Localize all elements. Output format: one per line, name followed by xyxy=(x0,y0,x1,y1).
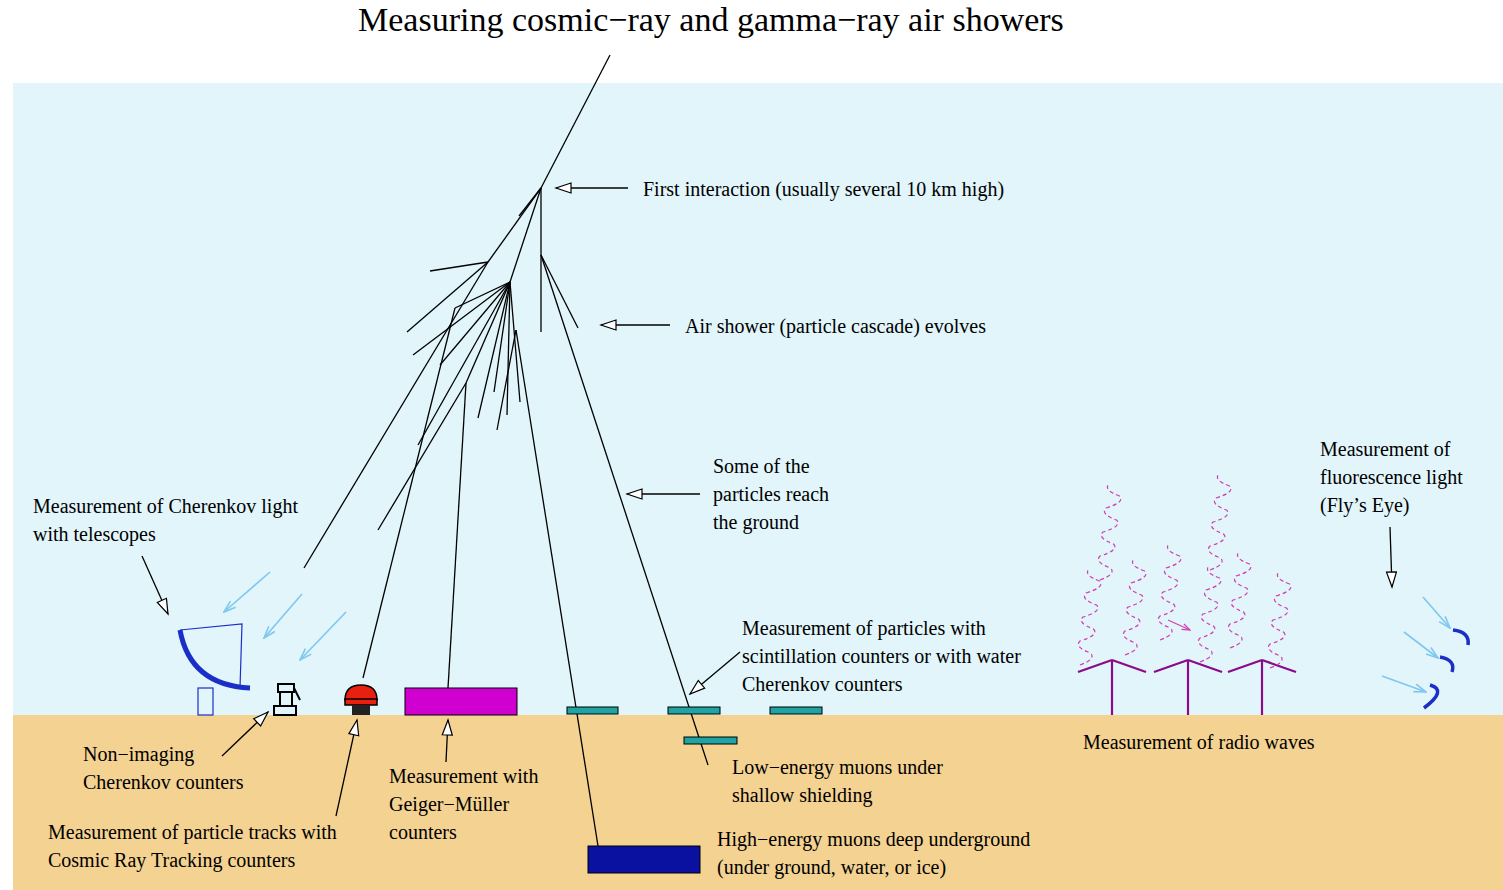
leader-arrows xyxy=(142,556,168,614)
leader-arrows xyxy=(601,324,670,325)
shower-lines xyxy=(448,383,466,688)
leader-arrows xyxy=(1390,527,1392,587)
shower-lines xyxy=(541,255,708,765)
radio-antennas xyxy=(1078,660,1112,672)
radio-antennas xyxy=(1154,660,1188,672)
leader-arrows xyxy=(556,187,628,188)
leader-arrows xyxy=(142,188,1392,816)
cherenkov-telescope xyxy=(180,624,242,688)
leader-arrows xyxy=(627,493,700,494)
radio-waves xyxy=(1198,566,1221,662)
detectors xyxy=(668,707,720,714)
cherenkov-telescope xyxy=(180,572,346,715)
radio-antennas xyxy=(1261,660,1263,715)
detectors xyxy=(770,707,822,714)
non-imaging-counter xyxy=(274,706,296,715)
annotation-label: Measurement of particle tracks with Cosm… xyxy=(48,818,384,874)
shower-lines xyxy=(541,55,610,188)
non-imaging-counter xyxy=(278,684,294,692)
shower-lines xyxy=(455,282,510,308)
radio-antennas xyxy=(1188,660,1222,672)
radio-waves xyxy=(1168,620,1190,630)
shower-lines xyxy=(304,262,488,568)
shower-lines xyxy=(478,282,510,418)
annotation-label: Measurement of Cherenkov light with tele… xyxy=(33,492,303,548)
diagram-title: Measuring cosmic−ray and gamma−ray air s… xyxy=(358,0,1064,40)
annotation-label: Air shower (particle cascade) evolves xyxy=(685,312,986,340)
shower-lines xyxy=(378,383,466,530)
shower-lines xyxy=(540,188,541,255)
fluorescence-detectors xyxy=(1440,657,1453,672)
radio-waves xyxy=(1123,559,1146,655)
leader-arrows xyxy=(222,712,268,756)
tracking-counter xyxy=(345,685,377,700)
fluorescence-detectors xyxy=(1382,597,1468,708)
shower-lines xyxy=(466,282,510,383)
cherenkov-telescope xyxy=(264,594,302,638)
fluorescence-detectors xyxy=(1453,630,1468,645)
radio-waves xyxy=(1208,474,1231,570)
shower-lines xyxy=(488,188,541,262)
radio-waves xyxy=(1078,569,1101,665)
annotation-label: Measurement of radio waves xyxy=(1083,728,1315,756)
fluorescence-detectors xyxy=(1424,685,1438,708)
shower-lines xyxy=(507,282,510,415)
detectors xyxy=(588,846,700,873)
radio-antennas xyxy=(1187,660,1189,715)
shower-lines xyxy=(510,188,541,282)
annotation-label: Some of the particles reach the ground xyxy=(713,452,855,536)
cherenkov-telescope xyxy=(224,572,270,612)
leader-arrows xyxy=(446,720,448,762)
tracking-counter xyxy=(345,685,377,715)
annotation-label: Measurement of fluorescence light (Fly’s… xyxy=(1320,435,1498,519)
cherenkov-telescope xyxy=(198,688,213,715)
non-imaging-counter xyxy=(280,692,292,706)
radio-waves xyxy=(1078,474,1291,668)
radio-antennas xyxy=(1112,660,1146,672)
radio-waves xyxy=(1158,544,1181,640)
shower-lines xyxy=(497,330,516,430)
annotation-label: Measurement of particles with scintillat… xyxy=(742,614,1026,698)
detectors xyxy=(684,737,737,744)
radio-waves xyxy=(1098,484,1121,580)
leader-arrows xyxy=(336,720,357,816)
annotation-label: First interaction (usually several 10 km… xyxy=(643,175,1004,203)
radio-antennas xyxy=(1228,660,1262,672)
fluorescence-detectors xyxy=(1423,597,1450,628)
shower-lines xyxy=(540,255,541,332)
shower-lines xyxy=(541,255,578,328)
fluorescence-detectors xyxy=(1382,676,1426,692)
leader-arrows xyxy=(690,652,740,694)
non-imaging-counter xyxy=(294,688,300,700)
detectors xyxy=(405,688,517,715)
fluorescence-detectors xyxy=(1404,632,1438,658)
annotation-label: High−energy muons deep underground (unde… xyxy=(717,825,1081,881)
background xyxy=(13,83,1503,715)
radio-antennas xyxy=(1262,660,1296,672)
annotation-label: Measurement with Geiger−Müller counters xyxy=(389,762,567,846)
tracking-counter xyxy=(345,699,377,705)
tracking-counter xyxy=(352,705,370,715)
annotation-label: Low−energy muons under shallow shielding xyxy=(732,753,984,809)
detectors xyxy=(567,707,618,714)
radio-waves xyxy=(1228,552,1251,648)
shower-lines xyxy=(304,55,708,846)
cherenkov-telescope xyxy=(300,612,346,660)
cherenkov-telescope xyxy=(180,630,250,688)
radio-waves xyxy=(1268,572,1291,668)
annotation-label: Non−imaging Cherenkov counters xyxy=(83,740,273,796)
radio-antennas xyxy=(1111,660,1113,715)
non-imaging-counter xyxy=(274,684,300,715)
background xyxy=(13,83,1503,890)
radio-antennas xyxy=(1078,660,1296,715)
